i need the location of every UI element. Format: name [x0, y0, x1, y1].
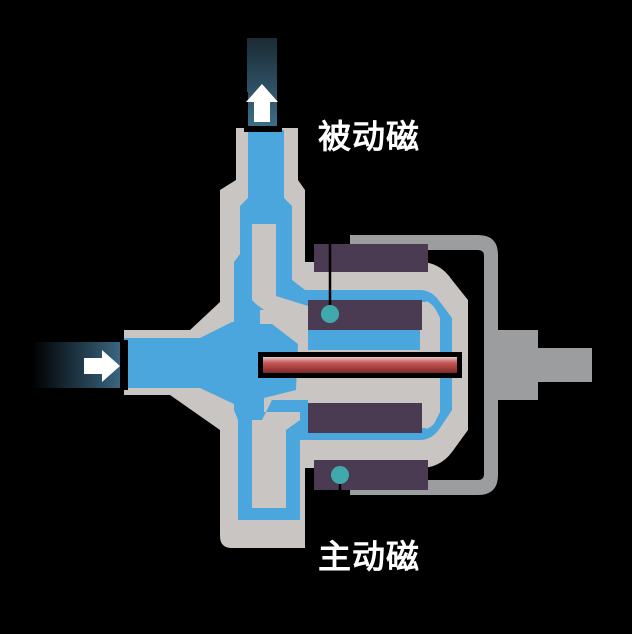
passive-sensor-dot: [321, 305, 339, 323]
rotor-shaft: [258, 352, 462, 378]
active-sensor-dot: [331, 466, 349, 484]
active-magnet-label: 主动磁: [318, 537, 420, 576]
motor-bracket: [350, 235, 592, 495]
passive-magnet-label: 被动磁: [318, 117, 420, 156]
passive-magnet-lower: [308, 403, 422, 433]
active-magnet-upper: [314, 244, 428, 272]
label-pointers: [321, 244, 349, 500]
inlet-pipe: [32, 340, 128, 390]
outlet-pipe: [244, 38, 282, 132]
arrow-up-icon: [246, 84, 278, 122]
arrow-right-icon: [84, 350, 120, 382]
